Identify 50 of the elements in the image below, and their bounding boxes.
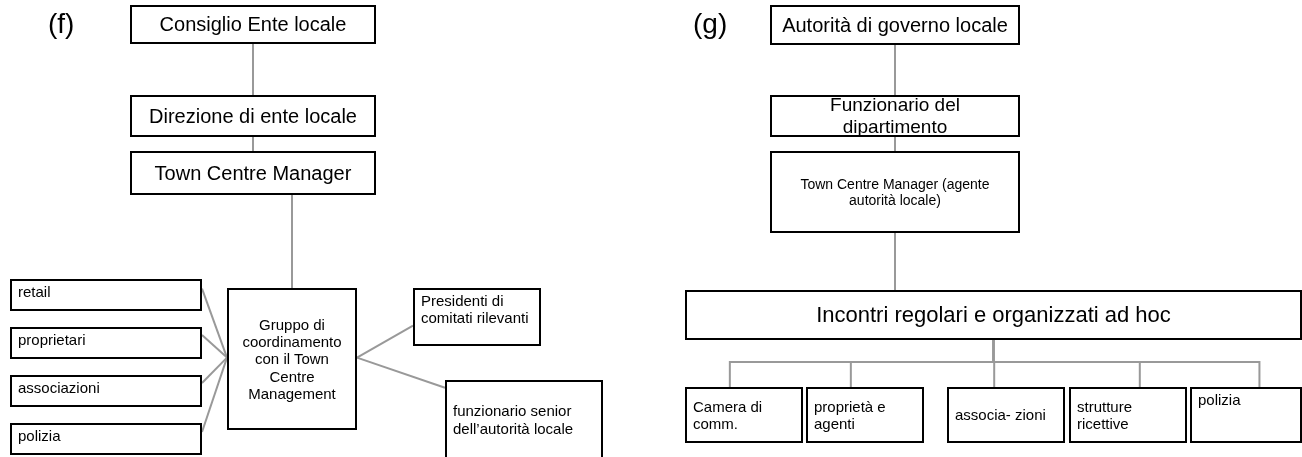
panel-label: (f) [48, 8, 75, 40]
box-label: associa- zioni [955, 406, 1046, 424]
box-label: polizia [1198, 391, 1241, 409]
connector-line [894, 44, 896, 96]
org-box [947, 387, 1065, 443]
org-box [130, 95, 376, 137]
org-box [685, 290, 1302, 340]
org-box [685, 387, 803, 443]
box-label: Consiglio Ente locale [159, 13, 347, 36]
panel-label: (g) [693, 8, 728, 40]
box-label: Autorità di governo locale [782, 13, 1008, 37]
org-box [413, 288, 541, 346]
org-box [1069, 387, 1187, 443]
connector-line [356, 356, 446, 389]
org-box [10, 327, 202, 359]
org-box [227, 288, 357, 430]
box-label: proprietà e agenti [814, 397, 887, 433]
connector-line [252, 43, 254, 96]
box-label: proprietari [18, 331, 86, 349]
connector-line [894, 136, 896, 152]
connector-line [291, 194, 293, 289]
box-label: Incontri regolari e organizzati ad hoc [816, 302, 1171, 328]
connector-line [201, 356, 228, 384]
connector-line [252, 136, 254, 152]
org-box [770, 95, 1020, 137]
org-box [130, 5, 376, 44]
box-label: Funzionario del dipartimento [829, 94, 961, 138]
box-label: Camera di comm. [693, 397, 764, 433]
box-label: polizia [18, 427, 61, 445]
box-label: Direzione di ente locale [149, 104, 357, 128]
org-box [1190, 387, 1302, 443]
org-box [10, 375, 202, 407]
box-label: Town Centre Manager [154, 161, 352, 185]
org-box [10, 423, 202, 455]
org-box [770, 5, 1020, 45]
connector-line [356, 324, 414, 359]
connector-line [894, 232, 896, 291]
org-box [770, 151, 1020, 233]
org-box [130, 151, 376, 195]
org-box [445, 380, 603, 457]
box-label: Town Centre Manager (agente autorità locale) [799, 175, 991, 209]
box-label: associazioni [18, 379, 100, 397]
org-box [10, 279, 202, 311]
box-label: funzionario senior dell’autorità locale [453, 402, 575, 437]
connector-line [201, 334, 228, 359]
box-label: retail [18, 283, 51, 301]
box-label: Gruppo di coordinamento con il Town Centre Management [241, 315, 343, 403]
box-label: Presidenti di comitati rilevanti [421, 292, 530, 327]
box-label: strutture ricettive [1077, 397, 1134, 433]
org-box [806, 387, 924, 443]
